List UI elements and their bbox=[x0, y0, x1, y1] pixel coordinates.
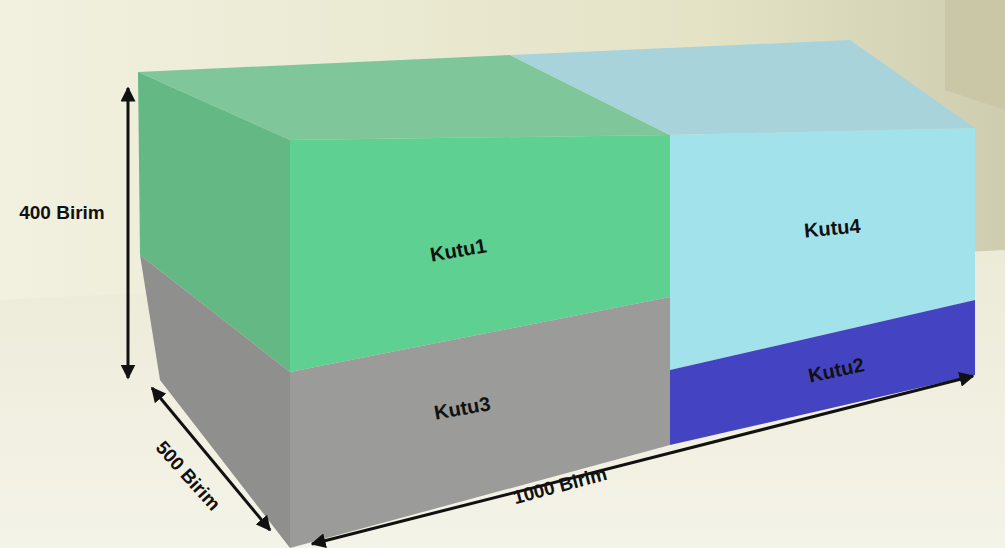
wall-corner bbox=[945, 0, 1005, 110]
box-label: Kutu4 bbox=[799, 212, 866, 245]
dimension-label: 400 Birim bbox=[19, 202, 105, 224]
dimension-arrow bbox=[312, 376, 973, 544]
dimension-arrow bbox=[127, 88, 130, 378]
box-front bbox=[670, 300, 975, 445]
dimension-arrow bbox=[152, 388, 270, 530]
box-name: Kutu4 bbox=[803, 214, 861, 242]
box-top bbox=[510, 40, 975, 135]
box-front bbox=[290, 297, 670, 548]
box-side bbox=[140, 255, 290, 548]
